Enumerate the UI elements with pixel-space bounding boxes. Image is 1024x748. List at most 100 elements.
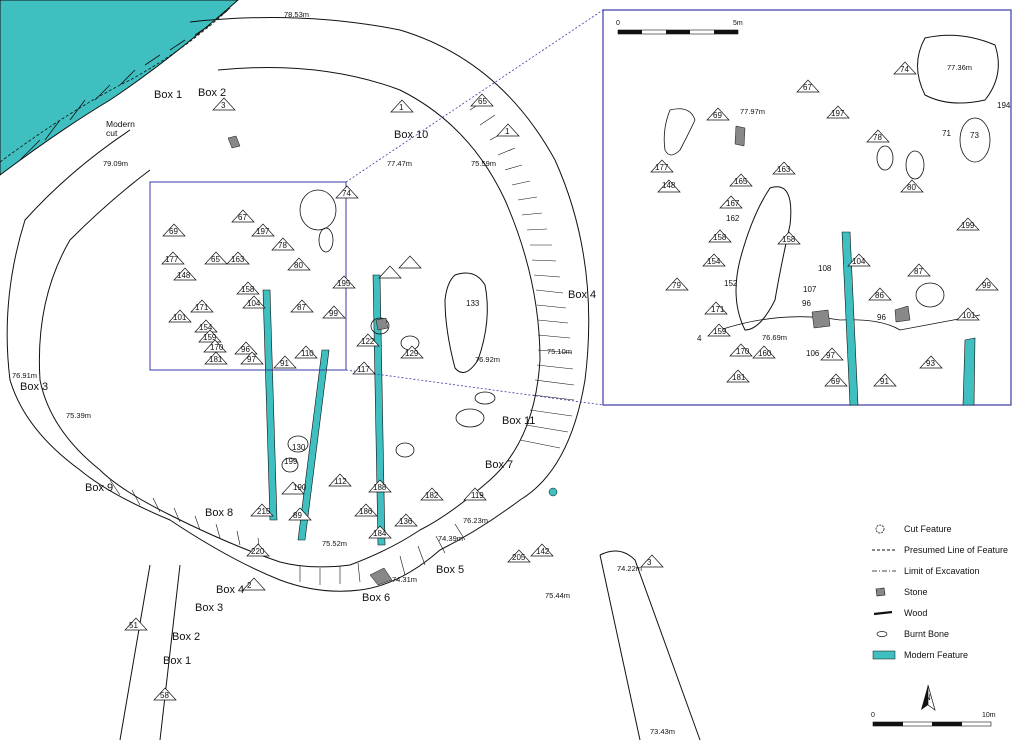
feature-number: 197 [256, 227, 270, 236]
feature-number: 89 [293, 511, 302, 520]
north-arrow [921, 684, 936, 711]
box-label: Box 4 [216, 584, 245, 596]
inset-stone-1 [734, 125, 746, 147]
inset-feature-number: 108 [818, 264, 832, 273]
modern-feature-icon [872, 648, 898, 662]
wood-icon [872, 606, 898, 620]
feature-number: 199 [284, 457, 298, 466]
legend-label: Limit of Excavation [904, 565, 980, 576]
feature-number: 148 [177, 271, 191, 280]
feature-number: 117 [357, 365, 370, 374]
stone-icon [872, 585, 898, 599]
feature-number: 91 [280, 359, 289, 368]
elevation-label: 74.22m [617, 564, 643, 573]
box-label: Box 8 [205, 507, 234, 519]
inset-feature-number: 181 [732, 373, 746, 382]
box-label: Box 1 [163, 655, 192, 667]
feature-number: 65 [478, 97, 487, 106]
inset-frame [602, 9, 1012, 406]
box-label: Box 9 [85, 482, 114, 494]
legend-label: Stone [904, 586, 928, 597]
inset-feature-number: 80 [907, 183, 916, 192]
feature-number: 129 [405, 349, 419, 358]
ditch-outer [6, 17, 590, 592]
inset-stone-3 [894, 305, 911, 323]
elevation-label: 77.36m [947, 63, 973, 72]
elevation-label: 76.69m [762, 333, 788, 342]
feature-number: 195 [337, 279, 351, 288]
cut-feature-icon [872, 522, 898, 536]
feature-number: 74 [342, 189, 351, 198]
inset-feature-number: 101 [962, 311, 976, 320]
elevation-label: 77.47m [387, 159, 413, 168]
feature-number: 215 [257, 507, 271, 516]
inset-feature-number: 74 [900, 65, 909, 74]
feature-number: 1 [505, 127, 510, 136]
inset-feature-number: 71 [942, 129, 951, 138]
legend-label: Cut Feature [904, 523, 952, 534]
feature-number: 177 [165, 255, 179, 264]
inset-feature-number: 165 [734, 177, 748, 186]
legend-stone: Stone [872, 581, 1022, 602]
inset-modern-strip-2 [962, 337, 976, 406]
inset-stone-2 [811, 309, 831, 329]
elevation-label: 76.91m [12, 371, 38, 380]
north-label: N [925, 693, 931, 702]
elevation-label: 75.44m [545, 591, 571, 600]
inset-source-frame [149, 181, 347, 371]
inset-modern-strip-1 [841, 231, 859, 406]
inset-scale-bar [617, 29, 739, 35]
inset-ditch-slot [735, 186, 792, 331]
legend-cut-feature: Cut Feature [872, 518, 1022, 539]
feature-number: 205 [512, 553, 526, 562]
feature-number: 97 [247, 355, 256, 364]
feature-number: 1 [399, 103, 404, 112]
inset-feature-number: 69 [713, 111, 722, 120]
inset-feature-number: 99 [982, 281, 991, 290]
main-scale-end: 10m [982, 712, 996, 719]
feature-number: 119 [471, 491, 484, 500]
box-label: Box 7 [485, 459, 514, 471]
feature-number: 163 [231, 255, 245, 264]
feature-number: 142 [536, 547, 550, 556]
elevation-label: 74.31m [392, 575, 418, 584]
box-label: Box 3 [195, 602, 224, 614]
elevation-label: 74.39m [438, 534, 464, 543]
feature-number: 65 [211, 255, 220, 264]
feature-number: 87 [297, 303, 306, 312]
feature-number: 80 [294, 261, 303, 270]
feature-number: 58 [160, 691, 169, 700]
inset-pit-69 [663, 108, 696, 156]
inset-feature-number: 160 [758, 349, 772, 358]
inset-feature-number: 78 [873, 133, 882, 142]
feature-number: 182 [425, 491, 439, 500]
inset-feature-number: 167 [726, 199, 740, 208]
burnt-bone-icon [872, 627, 898, 641]
modern-strip-1 [262, 289, 278, 521]
box-label: Box 4 [568, 289, 597, 301]
inset-feature-number: 148 [662, 181, 676, 190]
modern-strip-3 [372, 274, 386, 546]
feature-number: 184 [373, 529, 387, 538]
feature-number: 136 [399, 517, 413, 526]
feature-number: 186 [359, 507, 373, 516]
feature-number: 69 [169, 227, 178, 236]
feature-number: 104 [247, 299, 261, 308]
elevation-label: 73.43m [650, 727, 676, 736]
inset-feature-number: 154 [707, 257, 721, 266]
inset-feature-number: 4 [697, 334, 702, 343]
inset-feature-number: 93 [926, 359, 935, 368]
ditch-inner [38, 67, 541, 568]
box-label: Box 1 [154, 89, 183, 101]
feature-number: 112 [334, 477, 347, 486]
inset-pit-93 [915, 282, 945, 308]
inset-feature-number: 159 [713, 327, 727, 336]
inset-feature-number: 177 [655, 163, 669, 172]
box-label: Box 6 [362, 592, 391, 604]
modern-cut-label: Modern cut [106, 119, 135, 138]
legend-label: Burnt Bone [904, 628, 950, 639]
inset-pit-80 [905, 150, 925, 180]
legend-presumed: Presumed Line of Feature [872, 539, 1022, 560]
box-label: Box 10 [394, 129, 429, 141]
